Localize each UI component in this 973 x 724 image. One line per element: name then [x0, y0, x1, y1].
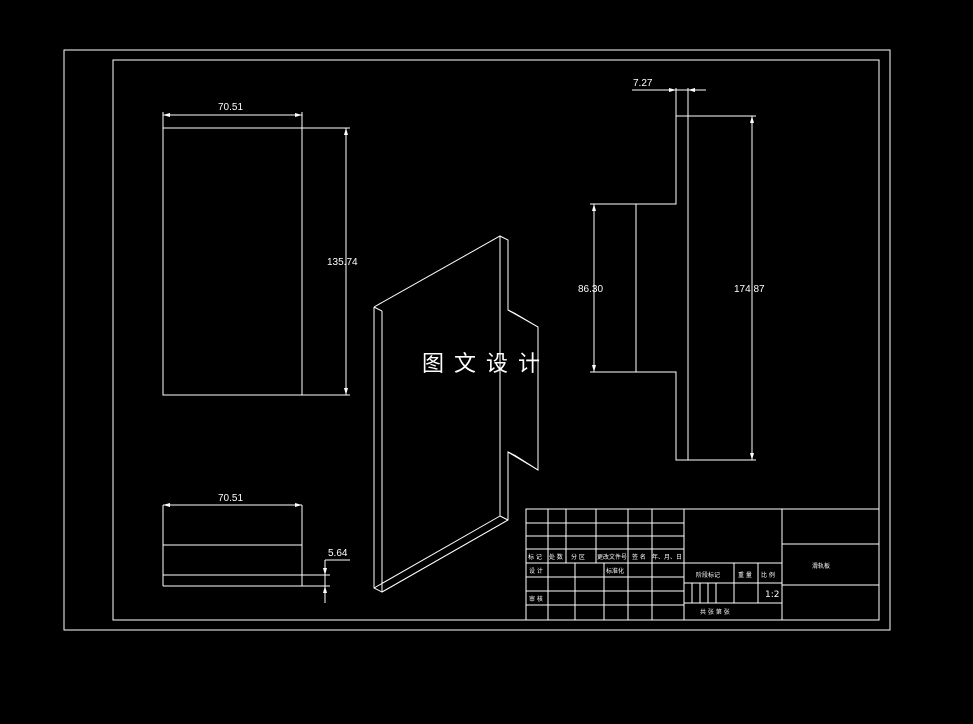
top-view-width-label: 70.51	[218, 102, 243, 113]
top-view-height-label: 135.74	[327, 257, 358, 268]
part-name: 滑轨板	[812, 562, 830, 570]
watermark: 图文设计	[422, 352, 550, 377]
isometric-view	[373, 235, 539, 593]
outer-border	[63, 49, 891, 631]
zone-label: 分 区	[571, 553, 585, 561]
review-label: 审 核	[529, 595, 543, 603]
designer-label: 设 计	[529, 567, 543, 575]
weight-label: 重 量	[738, 571, 752, 579]
change-doc-label: 更改文件号	[597, 553, 627, 561]
front-view: 70.51 5.64	[162, 493, 350, 603]
front-view-thickness-label: 5.64	[328, 548, 348, 559]
top-view: 70.51 135.74	[162, 102, 358, 396]
sheets-label: 共 张 第 张	[700, 608, 730, 616]
title-block: 标 记 处 数 分 区 更改文件号 签 名 年、月、日 设 计 标准化 审 核 …	[525, 508, 880, 621]
count-label: 处 数	[549, 553, 563, 561]
scale-label: 比 例	[761, 571, 775, 579]
side-view-offset-label: 7.27	[633, 78, 653, 89]
scale-value: 1:2	[765, 590, 779, 600]
side-view-inner-height-label: 86.30	[578, 284, 603, 295]
inner-border	[112, 59, 880, 621]
front-view-width-label: 70.51	[218, 493, 243, 504]
signature-label: 签 名	[632, 553, 646, 561]
side-view: 7.27 86.30 174.87	[578, 78, 765, 461]
side-view-outer-height-label: 174.87	[734, 284, 765, 295]
date-label: 年、月、日	[652, 553, 682, 561]
standard-label: 标准化	[606, 567, 624, 575]
stage-label: 阶段标记	[696, 571, 720, 579]
mark-label: 标 记	[528, 553, 542, 561]
